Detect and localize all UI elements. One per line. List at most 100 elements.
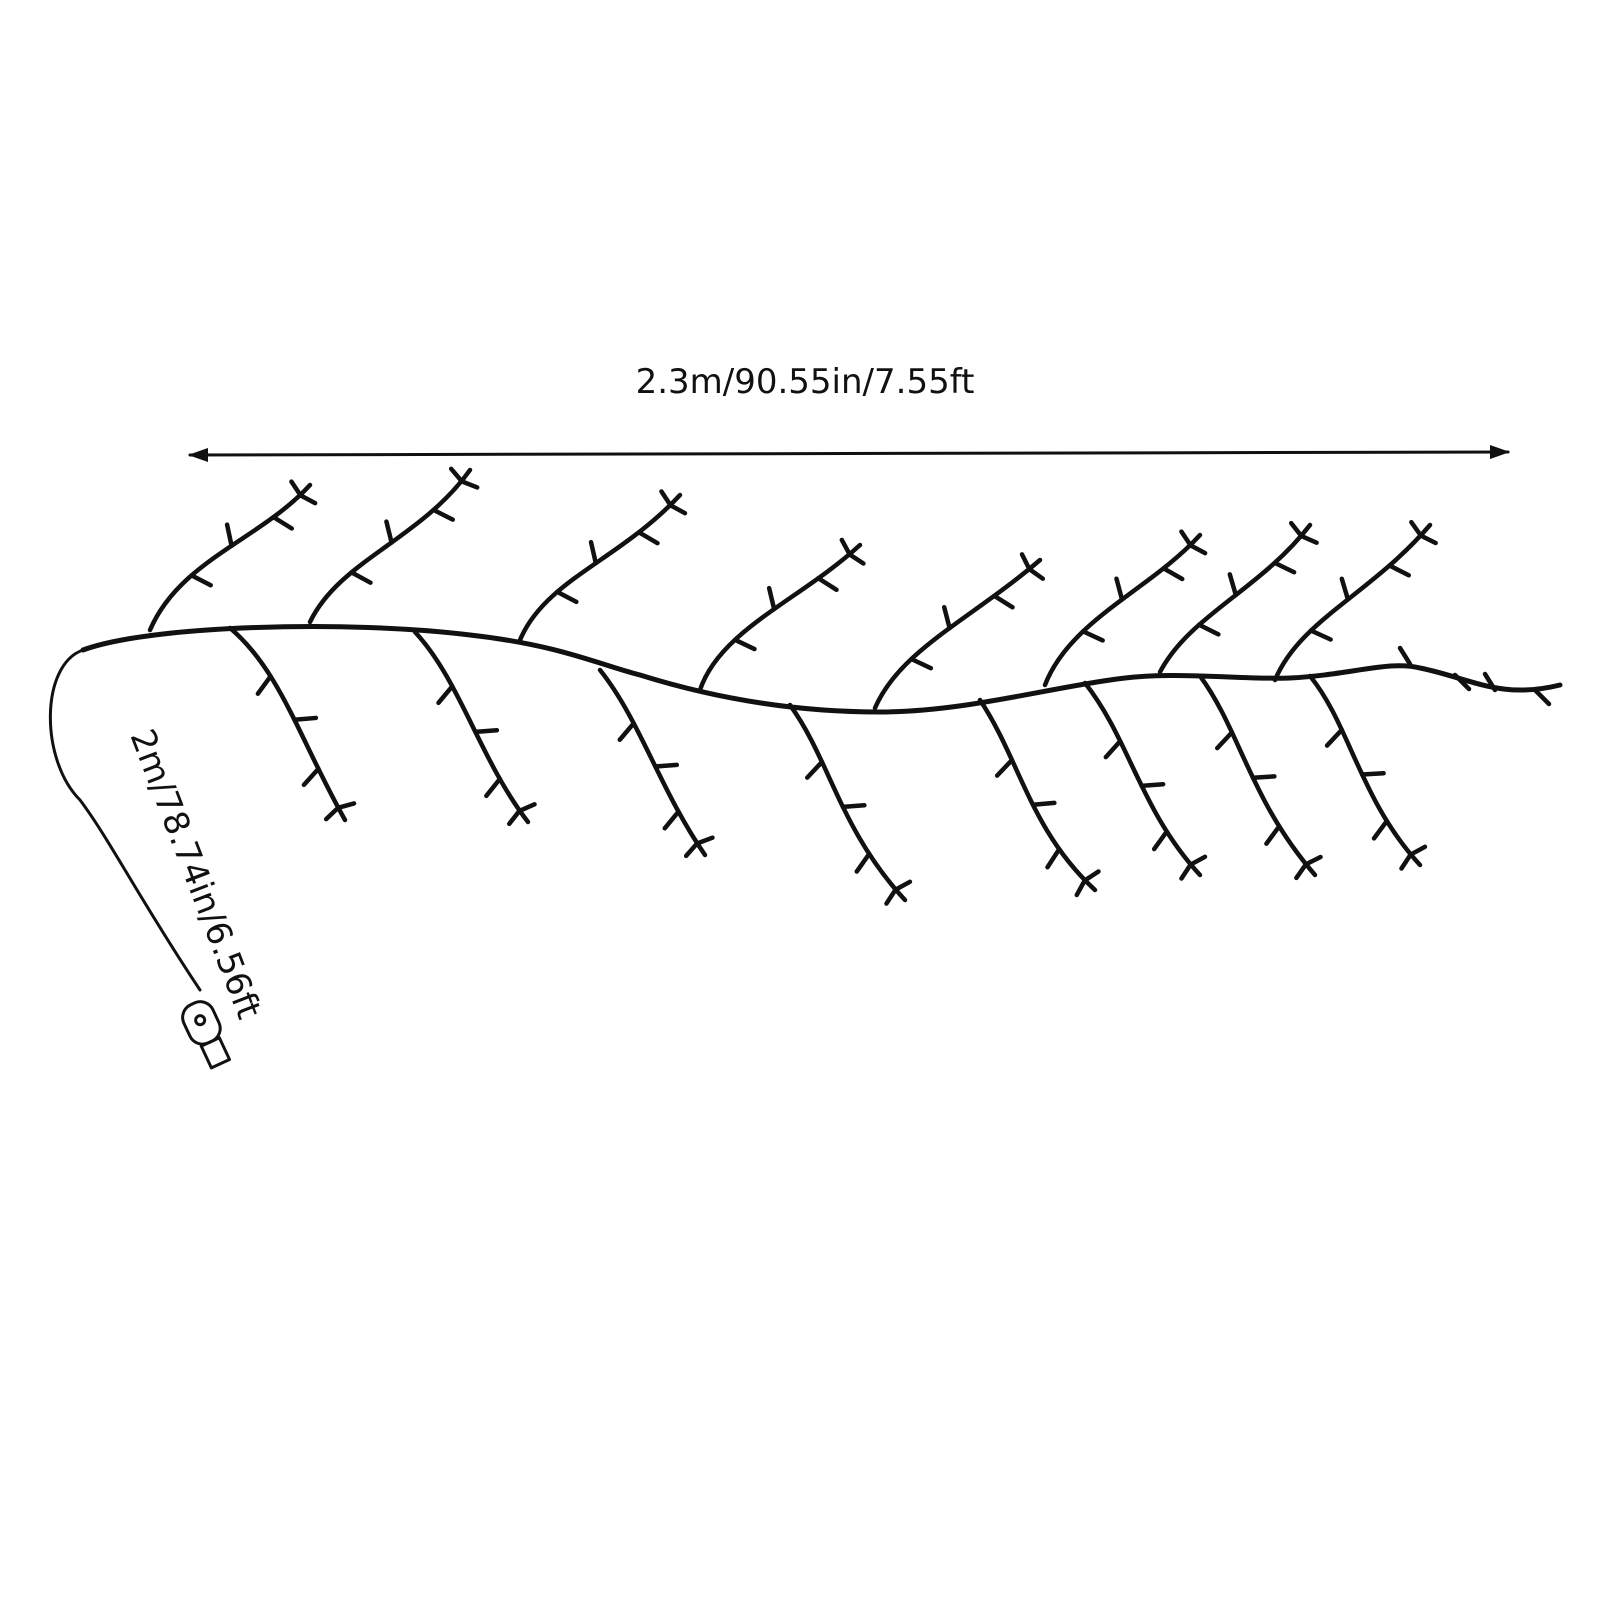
twig-tip (1399, 852, 1413, 871)
twig (840, 803, 867, 810)
twig (662, 809, 681, 831)
twig-tip (517, 802, 537, 814)
twig-tip (1082, 869, 1101, 883)
twig (816, 576, 839, 593)
twig (1114, 576, 1125, 602)
vine-branches (147, 466, 1552, 906)
twig-tip (1074, 878, 1087, 898)
twig-tip (1303, 854, 1323, 867)
usb-plug-icon (181, 1000, 232, 1070)
twig (1214, 730, 1235, 751)
twig (554, 589, 579, 605)
twig-tip (1179, 529, 1193, 548)
twig-tip (448, 466, 465, 484)
twig (1387, 563, 1411, 578)
branch-down-5 (977, 697, 1098, 893)
twig (384, 519, 394, 545)
twig (909, 656, 934, 671)
twig (431, 507, 455, 522)
twig-tip (1408, 844, 1428, 857)
twig-tip (1409, 519, 1424, 538)
branch-down-1 (227, 625, 348, 823)
twig (1371, 818, 1390, 841)
twig (992, 593, 1015, 610)
twig (255, 674, 273, 696)
twig-tip (323, 805, 341, 822)
twig (854, 851, 872, 874)
branch-down-4 (787, 702, 908, 903)
twig (1196, 622, 1221, 637)
twig-tip (1299, 533, 1319, 545)
twig-tip (683, 841, 700, 859)
twig (1161, 566, 1185, 582)
main-vine (80, 624, 1563, 715)
branch-up-3 (517, 492, 683, 643)
twig-tip (1188, 854, 1208, 867)
twig (588, 539, 599, 566)
twig (1080, 629, 1105, 643)
branch-up-5 (872, 557, 1043, 711)
twig (1103, 738, 1123, 760)
twig-tip (884, 887, 898, 906)
power-cable (48, 648, 202, 992)
twig (1227, 572, 1239, 598)
twig (766, 585, 777, 612)
twig (1045, 846, 1062, 870)
branch-up-1 (147, 482, 313, 633)
twig (994, 757, 1015, 778)
twig (349, 570, 373, 585)
tail-twig (1452, 672, 1472, 692)
twig (941, 604, 952, 631)
twig-tip (289, 479, 303, 498)
twig (636, 530, 660, 546)
twig (189, 573, 213, 588)
branch-down-6 (1082, 680, 1203, 878)
twig (732, 637, 757, 652)
twig (301, 766, 321, 788)
twig (1151, 829, 1170, 852)
twig (1250, 774, 1277, 781)
vine-length-label: 2.3m/90.55in/7.55ft (636, 362, 975, 402)
twig-tip (1418, 533, 1438, 546)
twig (1324, 727, 1345, 748)
twig (1359, 770, 1386, 777)
twig (1264, 824, 1282, 846)
twig-tip (1294, 862, 1309, 881)
length-dimension-arrow (188, 445, 1510, 462)
twig-tip (1179, 862, 1193, 881)
branch-up-7 (1157, 522, 1313, 675)
branch-down-2 (412, 629, 531, 825)
twig (271, 514, 295, 531)
twig (436, 684, 455, 706)
twig-tip (459, 479, 480, 490)
twig-tip (335, 801, 357, 811)
twig (1030, 800, 1057, 807)
branch-down-3 (597, 667, 708, 858)
tail-twig (1397, 645, 1413, 667)
twig (1308, 628, 1333, 642)
branch-down-7 (1197, 673, 1318, 878)
twig-tip (298, 493, 318, 506)
cable-length-label: 2m/78.74in/6.56ft (122, 724, 269, 1024)
tail-twig (1482, 671, 1498, 693)
twig (484, 776, 503, 799)
twig (1139, 782, 1166, 789)
twig-tip (893, 879, 913, 892)
twig (1272, 560, 1297, 575)
twig-tip (839, 537, 852, 557)
twig (292, 715, 319, 722)
twig (617, 721, 636, 742)
twig-tip (1188, 543, 1208, 556)
twig-tip (1288, 520, 1304, 539)
twig (1339, 576, 1351, 602)
twig-tip (1027, 566, 1046, 581)
twig (473, 728, 500, 735)
twig-tip (506, 808, 522, 827)
twig-tip (1019, 552, 1032, 572)
twig-tip (659, 489, 673, 508)
twig-tip (668, 503, 688, 516)
branch-up-8 (1272, 522, 1433, 683)
twig (224, 522, 234, 548)
tail-twig (1532, 687, 1552, 707)
branch-up-6 (1042, 532, 1203, 688)
